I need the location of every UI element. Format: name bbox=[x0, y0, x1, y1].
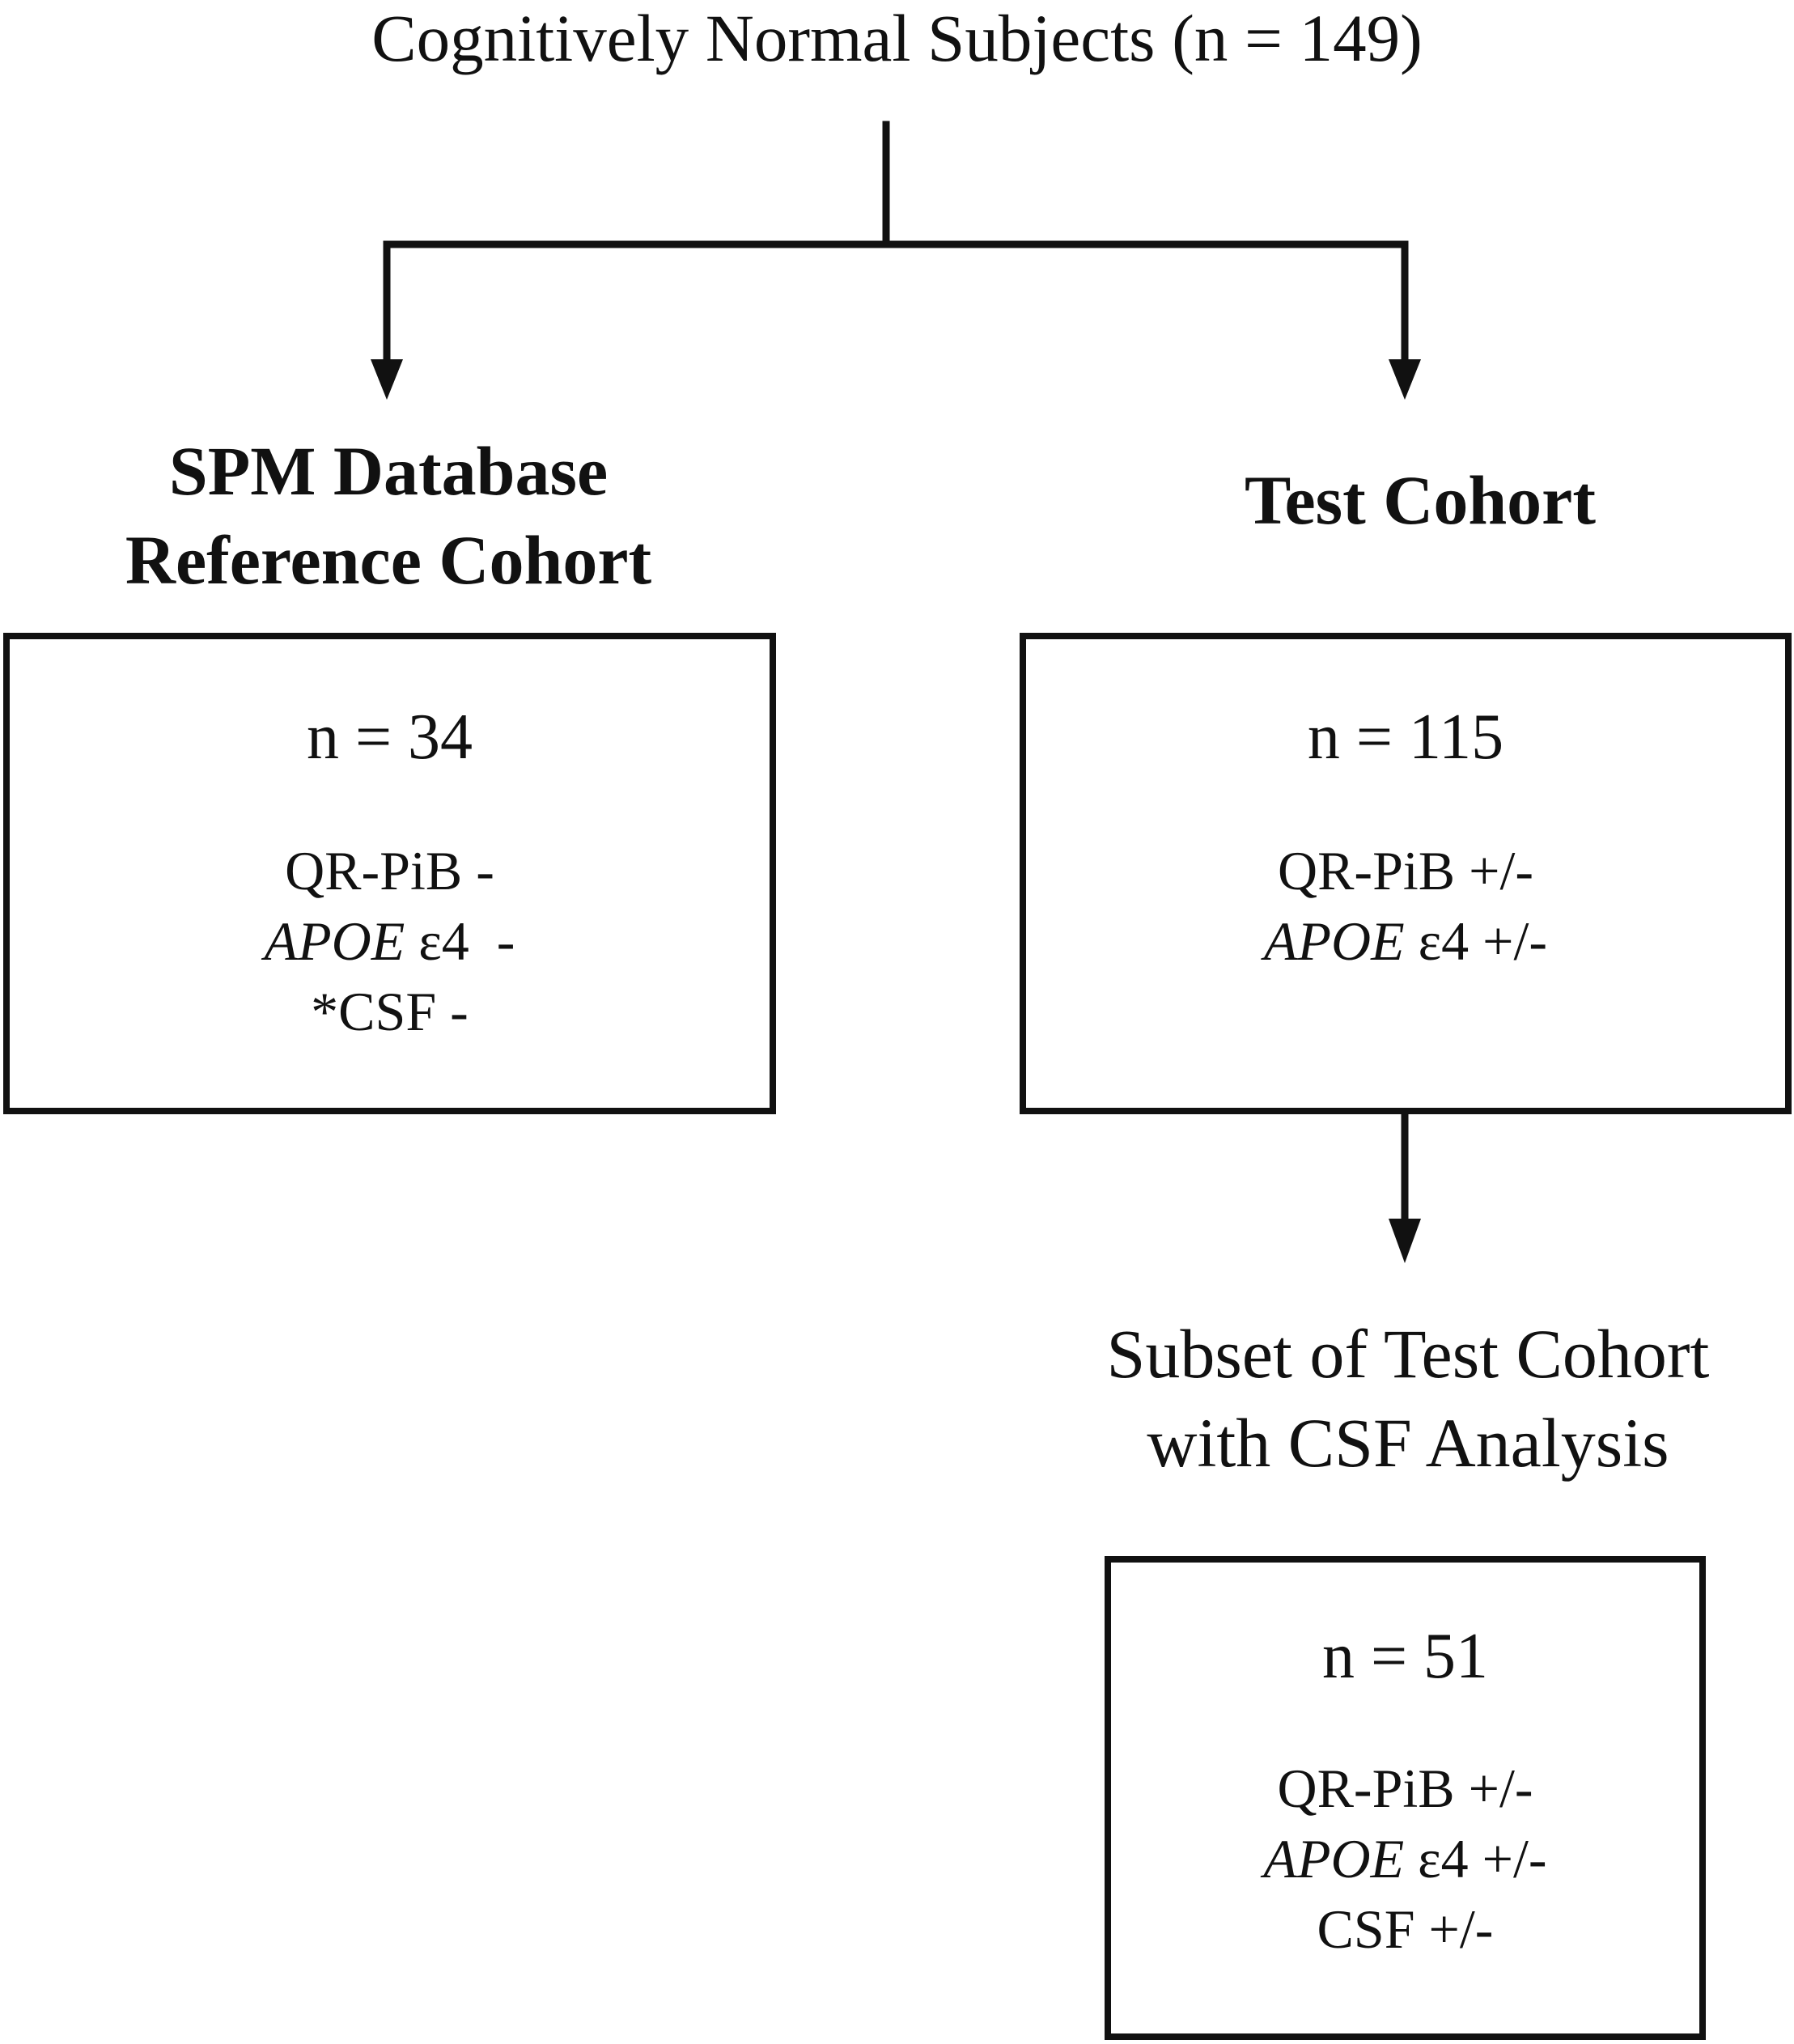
csf-criterion: CSF +/- bbox=[1317, 1898, 1494, 1960]
csf-subset-heading-line-1: Subset of Test Cohort bbox=[1106, 1315, 1710, 1393]
apoe-criterion: APOE ε4 +/- bbox=[1111, 1824, 1699, 1894]
csf-subset-heading: Subset of Test Cohort with CSF Analysis bbox=[1020, 1309, 1794, 1487]
reference-cohort-heading-line-2: Reference Cohort bbox=[125, 521, 652, 599]
left-arrowhead bbox=[371, 359, 403, 400]
csf-criterion: *CSF - bbox=[311, 981, 469, 1042]
apoe-gene-name: APOE bbox=[264, 910, 405, 972]
subset-arrowhead bbox=[1389, 1219, 1421, 1263]
apoe-gene-name: APOE bbox=[1263, 910, 1405, 972]
reference-cohort-box: n = 34 QR-PiB - APOE ε4 - *CSF - bbox=[3, 633, 776, 1114]
apoe-criterion: APOE ε4 - bbox=[10, 906, 770, 977]
csf-subset-criteria: QR-PiB +/- APOE ε4 +/- CSF +/- bbox=[1111, 1754, 1699, 1965]
apoe-status: ε4 +/- bbox=[1404, 910, 1548, 972]
pib-criterion: QR-PiB +/- bbox=[1277, 1758, 1533, 1819]
test-cohort-heading: Test Cohort bbox=[1245, 461, 1596, 539]
right-arrowhead bbox=[1389, 359, 1421, 400]
csf-subset-box: n = 51 QR-PiB +/- APOE ε4 +/- CSF +/- bbox=[1105, 1556, 1706, 2040]
test-cohort-criteria: QR-PiB +/- APOE ε4 +/- bbox=[1026, 836, 1785, 977]
reference-cohort-heading-line-1: SPM Database bbox=[168, 432, 609, 510]
reference-cohort-criteria: QR-PiB - APOE ε4 - *CSF - bbox=[10, 836, 770, 1047]
reference-cohort-count: n = 34 bbox=[306, 702, 473, 773]
pib-criterion: QR-PiB +/- bbox=[1277, 840, 1534, 901]
pib-criterion: QR-PiB - bbox=[285, 840, 494, 901]
apoe-status: ε4 - bbox=[405, 910, 515, 972]
test-cohort-count: n = 115 bbox=[1307, 702, 1504, 773]
csf-subset-heading-line-2: with CSF Analysis bbox=[1147, 1404, 1669, 1482]
apoe-status: ε4 +/- bbox=[1404, 1828, 1547, 1889]
apoe-criterion: APOE ε4 +/- bbox=[1026, 906, 1785, 977]
diagram-title: Cognitively Normal Subjects (n = 149) bbox=[371, 1, 1423, 75]
reference-cohort-heading: SPM Database Reference Cohort bbox=[0, 426, 777, 604]
csf-subset-count: n = 51 bbox=[1321, 1621, 1489, 1692]
apoe-gene-name: APOE bbox=[1263, 1828, 1405, 1889]
test-cohort-box: n = 115 QR-PiB +/- APOE ε4 +/- bbox=[1020, 633, 1792, 1114]
